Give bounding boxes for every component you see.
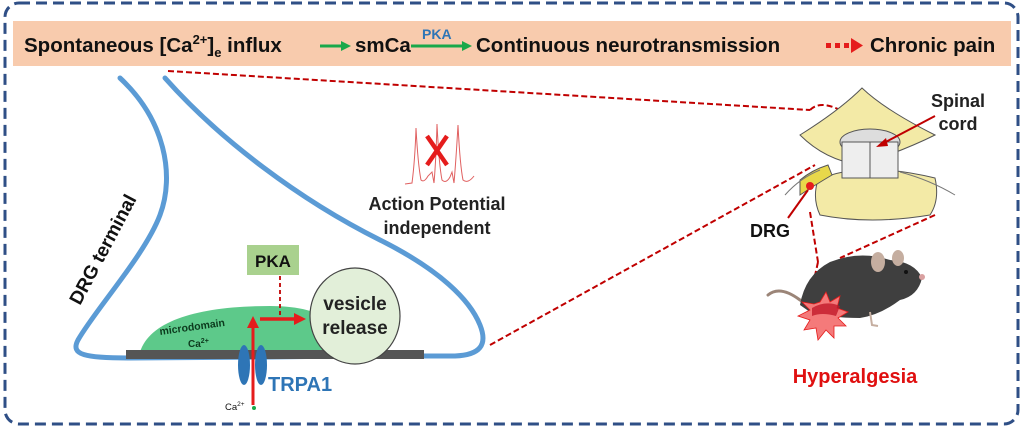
zoom-line-mouse-left	[809, 211, 819, 263]
zoom-line-bottom	[489, 164, 816, 346]
green-arrow-icon	[320, 41, 351, 51]
calcium-ion-label: Ca2+	[225, 401, 245, 413]
vesicle	[309, 267, 401, 365]
header-step-2: smCa	[355, 34, 411, 57]
pain-region-highlight	[812, 303, 840, 316]
header-pka-label: PKA	[422, 26, 452, 42]
drg-terminal-label: DRG terminal	[66, 191, 142, 308]
header-step-1: Spontaneous [Ca2+]e influx	[24, 32, 282, 60]
vertebra-illustration	[784, 87, 956, 221]
vesicle-label-line1: vesicle	[323, 294, 386, 315]
spinal-cord-pointer-head	[876, 138, 888, 147]
release-arrow-icon	[260, 313, 306, 325]
green-arrow-icon	[411, 41, 472, 51]
hyperalgesia-label: Hyperalgesia	[793, 366, 918, 388]
ap-independent-line2: independent	[384, 218, 491, 238]
membrane-right	[162, 75, 486, 359]
spinal-cord-label-line2: cord	[938, 114, 977, 134]
cross-mark-icon	[425, 134, 449, 167]
trpa1-channel-icon	[238, 345, 267, 385]
header-step-4: Chronic pain	[870, 34, 995, 57]
pka-box	[247, 245, 299, 275]
trpa1-label: TRPA1	[268, 374, 332, 396]
microdomain-ca-label: Ca2+	[188, 338, 209, 350]
zoom-line-top	[167, 70, 811, 111]
vesicle-label-line2: release	[322, 318, 388, 339]
drg-label: DRG	[750, 221, 790, 241]
mouse-illustration	[766, 250, 925, 327]
spinal-cord-pointer	[879, 115, 936, 146]
header-step-3: Continuous neurotransmission	[476, 34, 780, 57]
red-dotted-arrow-icon	[826, 38, 863, 53]
pain-burst-icon	[796, 291, 849, 341]
drg-pointer	[787, 189, 809, 219]
active-zone-bar	[126, 350, 424, 359]
pka-box-label: PKA	[255, 252, 291, 271]
spinal-cord-label-line1: Spinal	[931, 91, 985, 111]
calcium-influx-arrow-icon	[247, 316, 259, 405]
calcium-ion-dot	[252, 406, 256, 410]
zoom-line-mouse-right	[839, 214, 936, 259]
pathway-header: Spontaneous [Ca2+]e influx smCa PKA Cont…	[24, 26, 995, 60]
ap-independent-line1: Action Potential	[368, 194, 505, 214]
outer-dashed-frame	[3, 1, 1020, 426]
